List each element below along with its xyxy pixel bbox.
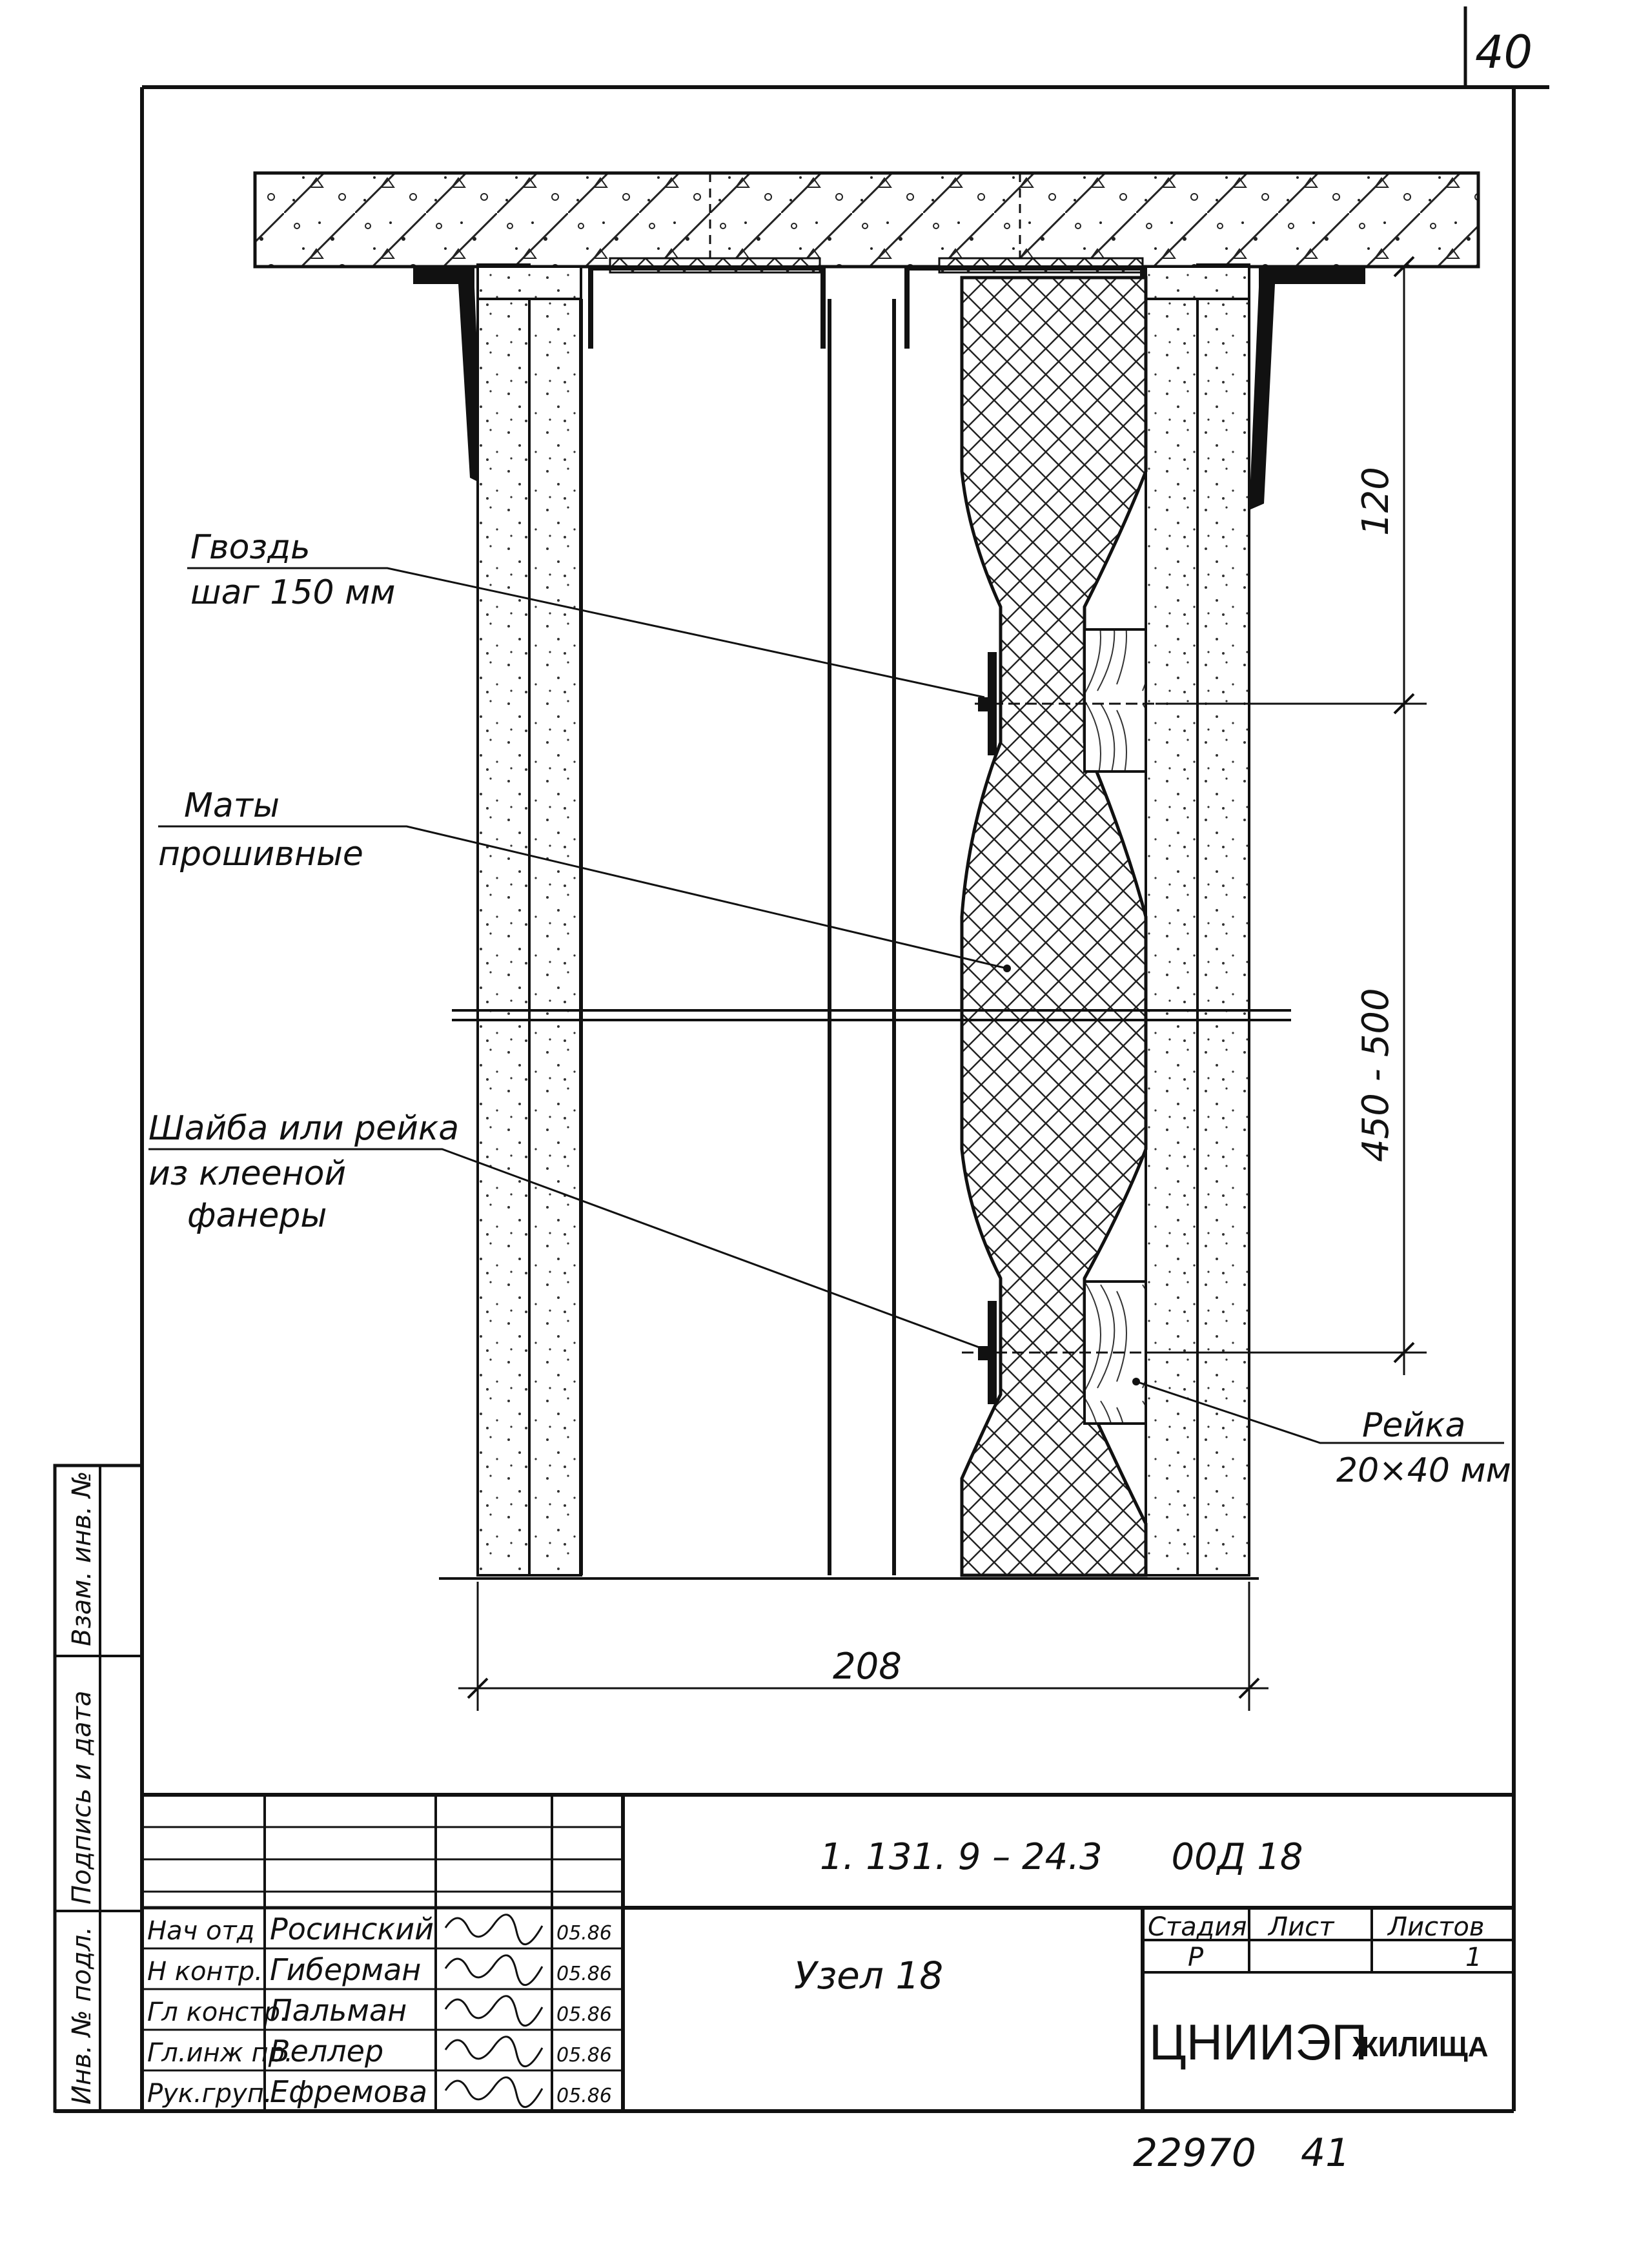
stamp-field-inv: Инв. № подл. [67, 1926, 97, 2105]
bottom-code-left: 22970 [1133, 2130, 1256, 2176]
person-name: Веллер [270, 2034, 383, 2069]
stage-header: Стадия [1148, 1912, 1247, 1942]
person-date: 05.86 [556, 1922, 612, 1945]
side-stamp: Инв. № подл. Подпись и дата Взам. инв. № [53, 1464, 144, 2113]
gypsum-board-right-inner [1145, 296, 1199, 1577]
person-role: Нач отд [147, 1916, 254, 1946]
label-mats-title: Маты [184, 786, 280, 825]
person-role: Рук.груп. [147, 2079, 272, 2109]
corner-molding-right [1249, 267, 1365, 510]
nail-lower [962, 1301, 1156, 1404]
signature-scribble [444, 2036, 544, 2067]
stage-value: Р [1188, 1943, 1204, 1972]
leader-lines [148, 567, 1504, 1444]
sheet-number: 40 [1475, 26, 1533, 79]
concrete-slab [253, 171, 1480, 269]
dimension-208: 208 [833, 1646, 902, 1688]
metal-stud-left [579, 265, 831, 1575]
label-nail-title: Гвоздь [190, 528, 311, 567]
signature-scribble [444, 1954, 544, 1986]
wood-batten-upper [1083, 628, 1147, 773]
drawing-title: Узел 18 [794, 1954, 943, 1997]
label-washer-title: Шайба или рейка [148, 1109, 459, 1148]
doc-code: 1. 131. 9 – 24.3 00Д 18 [820, 1836, 1303, 1878]
top-cap-right [1145, 265, 1250, 300]
dimension-vertical [1156, 256, 1427, 1375]
label-batten: Рейка 20×40 мм [1336, 1406, 1511, 1490]
label-washer: Шайба или рейка из клееной фанеры [148, 1109, 459, 1235]
label-mats: Маты прошивные [158, 786, 363, 873]
mineral-wool-mats [960, 276, 1148, 1577]
sheet-header: Лист [1267, 1912, 1335, 1942]
org-main: ЦНИИЭП [1149, 2014, 1367, 2070]
stamp-field-sign-date: Подпись и дата [67, 1691, 97, 1905]
bottom-code-right: 41 [1301, 2130, 1350, 2176]
sheets-value: 1 [1465, 1943, 1482, 1972]
person-date: 05.86 [556, 2085, 612, 2107]
label-nail-spacing: шаг 150 мм [190, 573, 396, 612]
signature-scribble [444, 1914, 544, 1945]
sheet-frame: 40 [55, 6, 1549, 2113]
top-cap-left [476, 265, 582, 300]
label-washer-line2: из клееной [148, 1154, 346, 1193]
person-role: Н контр. [147, 1957, 263, 1987]
label-washer-line3: фанеры [187, 1196, 327, 1235]
nail-upper [975, 652, 1156, 755]
signature-scribble [444, 2076, 544, 2108]
break-line-middle [452, 1009, 1291, 1021]
person-name: Ефремова [270, 2074, 427, 2109]
org-sub: ЖИЛИЩА [1352, 2031, 1489, 2063]
person-role: Гл констр. [147, 1997, 289, 2027]
gypsum-board-left-inner [528, 296, 582, 1577]
label-batten-title: Рейка [1362, 1406, 1465, 1445]
personnel-rows: Нач отд Росинский 05.86 Н контр.Гиберман 05.… [147, 1912, 612, 2109]
label-mats-type: прошивные [158, 835, 363, 873]
person-date: 05.86 [556, 2044, 612, 2067]
person-date: 05.86 [556, 2003, 612, 2026]
person-role: Гл.инж пр. [147, 2038, 293, 2068]
gypsum-board-left-outer [476, 263, 531, 1577]
dimension-120: 120 [1355, 467, 1397, 536]
stamp-field-replacement: Взам. инв. № [67, 1471, 97, 1646]
person-name: Пальман [270, 1993, 407, 2028]
signature-scribble [444, 1995, 544, 2027]
dimension-horizontal [458, 1582, 1268, 1711]
corner-molding-left [413, 267, 483, 484]
label-batten-size: 20×40 мм [1336, 1451, 1511, 1490]
dimension-450-500: 450 - 500 [1355, 988, 1397, 1162]
sheets-header: Листов [1387, 1912, 1484, 1942]
person-name: Гиберман [270, 1952, 421, 1987]
title-block: 1. 131. 9 – 24.3 00Д 18 Узел 18 Стадия Л… [142, 1793, 1514, 2111]
person-date: 05.86 [556, 1963, 612, 1985]
person-name: Росинский [270, 1912, 434, 1946]
gypsum-board-right-outer [1196, 263, 1250, 1577]
label-nail: Гвоздь шаг 150 мм [190, 528, 396, 612]
